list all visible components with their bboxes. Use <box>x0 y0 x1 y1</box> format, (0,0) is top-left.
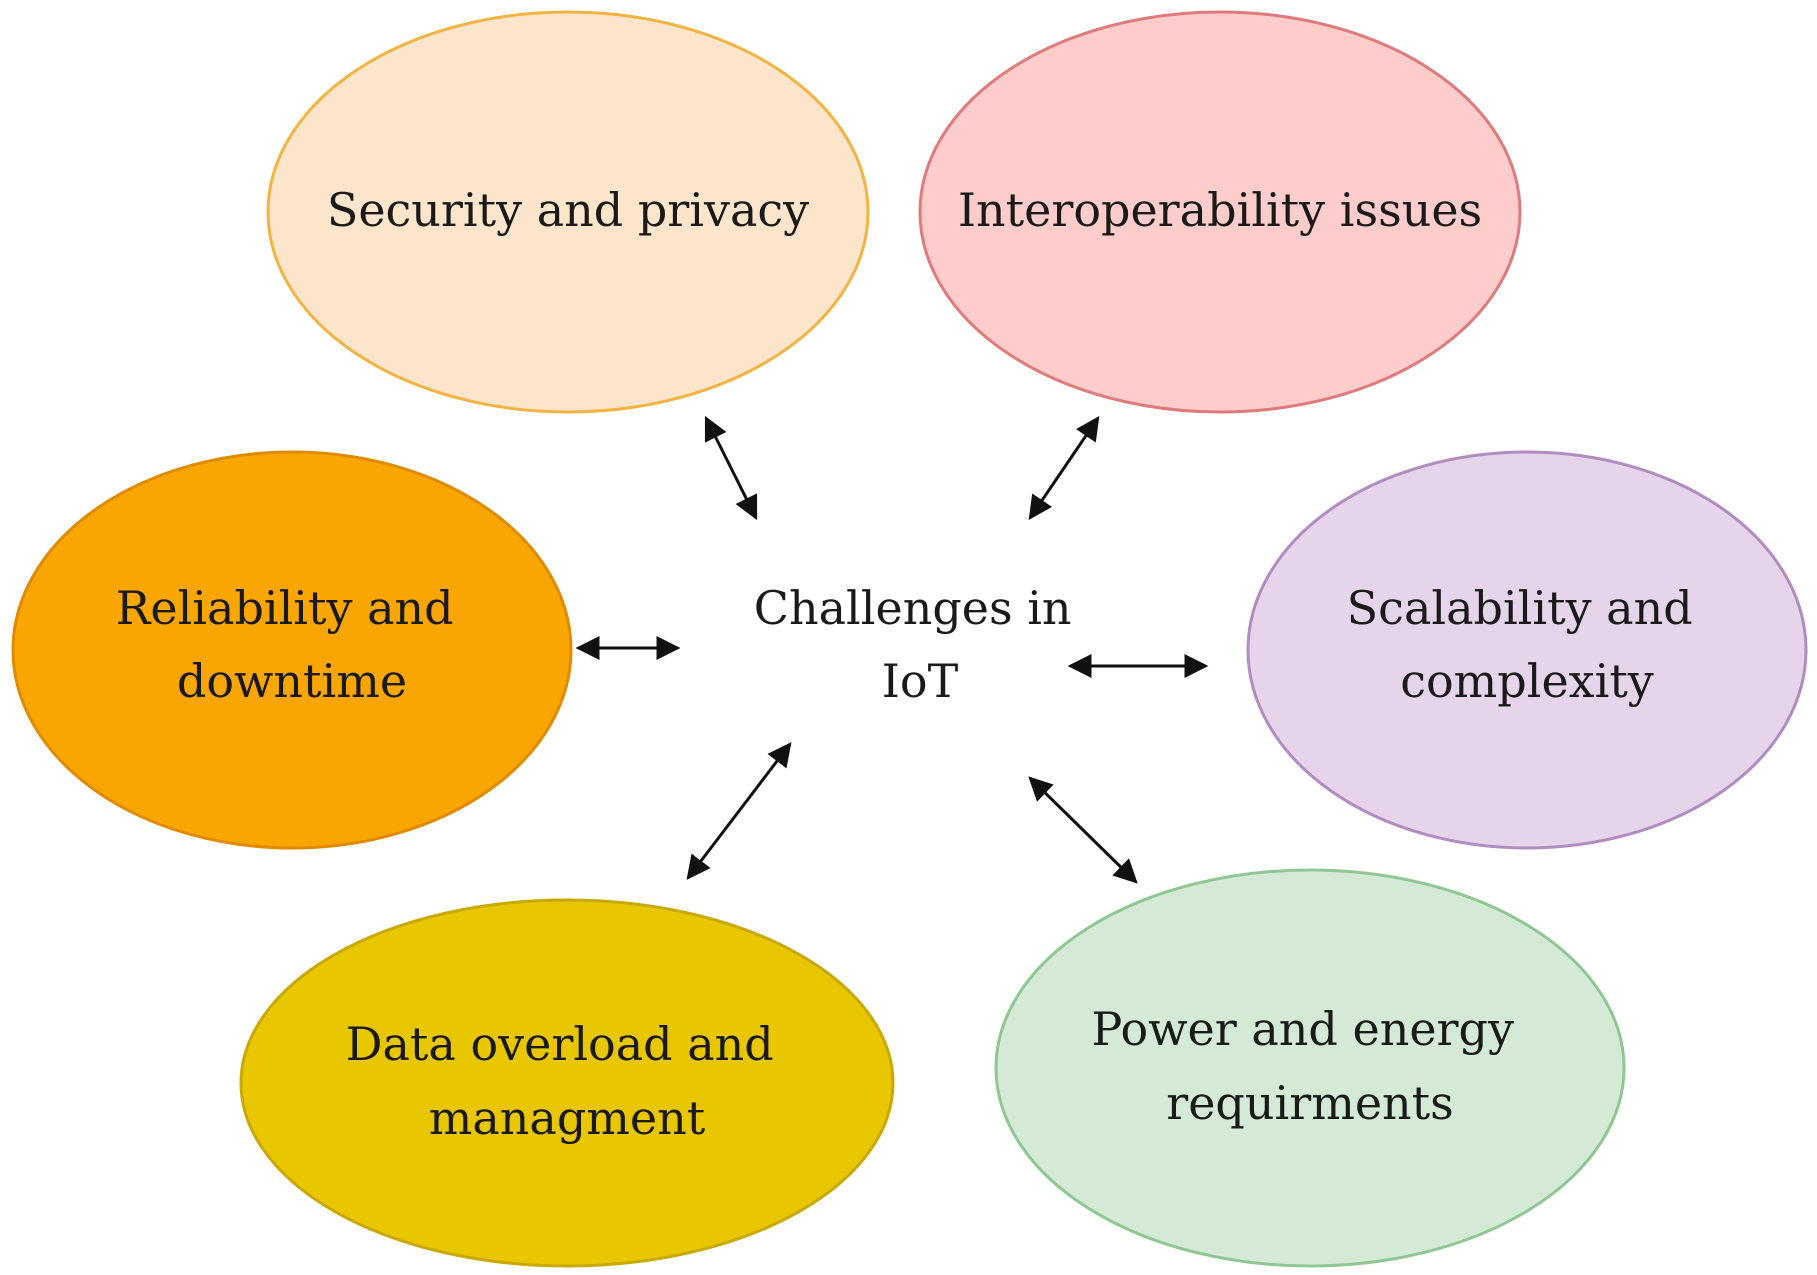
node-security-label: Security and privacy <box>327 183 809 237</box>
node-data-line-1: Data overload and <box>346 1017 774 1071</box>
node-interoperability-line-1: Interoperability issues <box>958 183 1482 237</box>
connector-power <box>1028 776 1138 884</box>
node-data: Data overload and managment <box>239 898 895 1268</box>
center-label-line-2: IoT <box>882 654 959 708</box>
node-interoperability: Interoperability issues <box>918 10 1522 414</box>
connector-data <box>686 742 792 880</box>
node-power: Power and energy requirments <box>994 868 1626 1268</box>
node-reliability-line-1: Reliability and <box>116 581 454 635</box>
node-data-line-2: managment <box>429 1091 706 1145</box>
node-security: Security and privacy <box>266 10 870 414</box>
node-power-line-1: Power and energy <box>1091 1002 1514 1056</box>
node-power-line-2: requirments <box>1166 1076 1454 1130</box>
node-security-line-1: Security and privacy <box>327 183 809 237</box>
connector-interoperability <box>1028 416 1100 520</box>
node-security-shape <box>266 10 870 414</box>
node-scalability-line-1: Scalability and <box>1347 581 1693 635</box>
center-label-line-1: Challenges in <box>754 581 1072 635</box>
node-power-label: Power and energy requirments <box>1091 1002 1528 1130</box>
node-scalability-shape <box>1246 450 1808 850</box>
node-reliability-shape <box>11 450 573 850</box>
connector-security <box>704 415 758 521</box>
node-interoperability-label: Interoperability issues <box>958 183 1482 237</box>
node-reliability-label: Reliability and downtime <box>116 581 469 708</box>
node-scalability-label: Scalability and complexity <box>1347 581 1708 708</box>
center-label: Challenges in IoT <box>754 581 1086 708</box>
node-reliability: Reliability and downtime <box>11 450 573 850</box>
node-power-shape <box>994 868 1626 1268</box>
node-data-label: Data overload and managment <box>346 1017 789 1145</box>
node-scalability-line-2: complexity <box>1400 654 1654 708</box>
node-scalability: Scalability and complexity <box>1246 450 1808 850</box>
node-interoperability-shape <box>918 10 1522 414</box>
node-data-shape <box>239 898 895 1268</box>
node-reliability-line-2: downtime <box>177 654 407 708</box>
